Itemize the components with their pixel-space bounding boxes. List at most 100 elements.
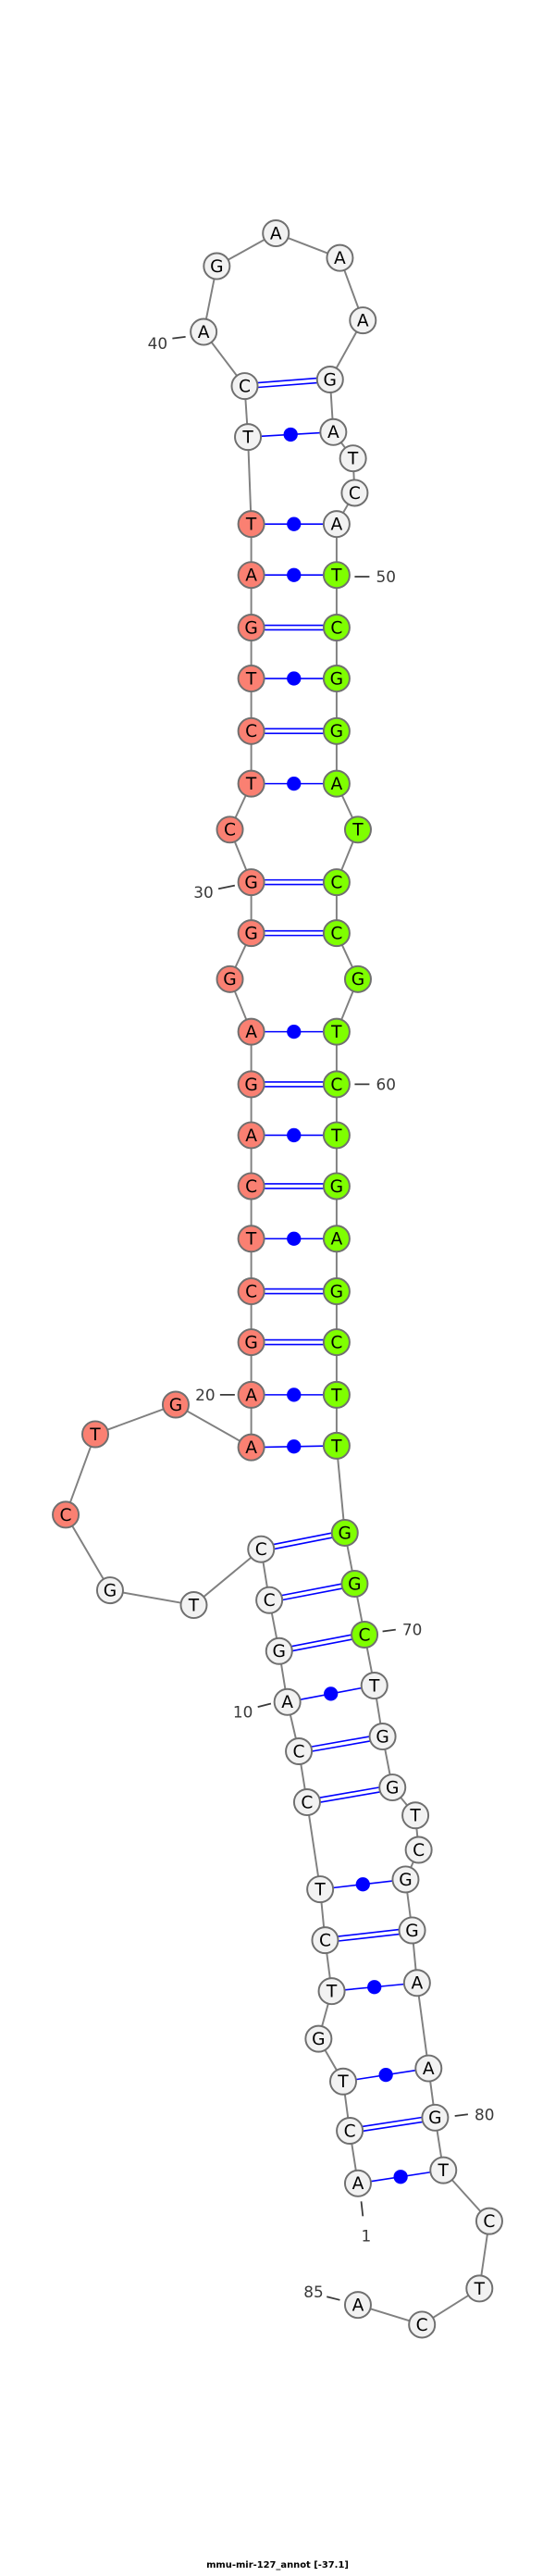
nucleotide: A	[237, 1380, 265, 1409]
nucleotide-letter: G	[339, 1524, 352, 1543]
wobble-pair-bond	[264, 1388, 324, 1402]
position-label: 10	[233, 1702, 272, 1721]
nucleotide-circle	[343, 2169, 372, 2197]
nucleotide-letter: C	[245, 1282, 257, 1301]
nucleotide: T	[237, 769, 265, 798]
pair-line	[338, 1933, 400, 1942]
nucleotide: C	[322, 614, 351, 641]
nucleotide: A	[322, 1225, 351, 1253]
nucleotide: C	[322, 868, 351, 897]
nucleotide-letter: C	[344, 2122, 356, 2141]
nucleotide-circle	[343, 964, 372, 993]
nucleotide: G	[330, 1518, 359, 1547]
nucleotide: C	[322, 1328, 351, 1357]
nucleotide-letter: G	[399, 1871, 412, 1890]
wobble-pair-bond	[355, 2068, 416, 2083]
nucleotide-letter: T	[409, 1807, 421, 1826]
nucleotide-letter: T	[347, 450, 359, 469]
nucleotide: T	[237, 1225, 265, 1253]
gc-pair-bond	[264, 878, 324, 886]
nucleotide-letter: G	[244, 618, 257, 638]
nucleotide-letter: C	[330, 618, 342, 638]
nucleotide-letter: C	[330, 1333, 342, 1352]
nucleotide: C	[255, 1586, 284, 1614]
nucleotide-circle	[237, 1380, 265, 1409]
nucleotide: G	[315, 365, 344, 393]
position-tick	[382, 1628, 396, 1633]
nucleotide-letter: T	[330, 1386, 342, 1405]
nucleotide: C	[408, 2310, 437, 2339]
nucleotide: T	[343, 815, 372, 844]
nucleotide-circle	[322, 1121, 351, 1150]
nucleotide: A	[237, 1121, 265, 1150]
nucleotide-letter: C	[293, 1742, 305, 1761]
nucleotide-circle	[237, 868, 265, 897]
pair-dot	[393, 2170, 408, 2184]
position-tick	[217, 884, 236, 890]
nucleotide-letter: C	[416, 2316, 428, 2335]
nucleotide-letter: T	[245, 1230, 257, 1250]
pair-line	[320, 1791, 380, 1803]
backbone-segment	[415, 1983, 430, 2069]
wobble-pair-bond	[264, 776, 324, 791]
nucleotide-circle	[237, 1433, 265, 1462]
pair-line	[281, 1583, 342, 1597]
nucleotide: T	[322, 1431, 351, 1460]
nucleotide: C	[237, 1172, 265, 1201]
nucleotide-letter: C	[301, 1793, 313, 1812]
nucleotide-circle	[237, 1017, 265, 1046]
nucleotide: A	[237, 1017, 265, 1046]
nucleotide-letter: C	[60, 1506, 72, 1525]
nucleotide-circle	[161, 1390, 190, 1419]
nucleotide: T	[322, 561, 351, 590]
nucleotide-circle	[179, 1591, 208, 1620]
pair-dot	[287, 567, 302, 582]
gc-pair-bond	[338, 1928, 400, 1942]
nucleotide-letter: C	[483, 2212, 495, 2232]
position-number: 20	[195, 1386, 215, 1404]
pair-dot	[367, 1980, 382, 1995]
pair-line	[291, 1638, 352, 1652]
nucleotide-letter: A	[245, 1438, 257, 1458]
wobble-pair-bond	[264, 1024, 324, 1039]
wobble-pair-bond	[332, 1877, 393, 1892]
backbone-segment	[65, 1434, 96, 1515]
nucleotide: C	[292, 1788, 321, 1817]
position-label: 40	[148, 334, 186, 353]
nucleotide-letter: G	[244, 1333, 257, 1352]
nucleotide: C	[475, 2207, 503, 2235]
backbone-segment	[305, 1801, 322, 1890]
nucleotide-circle	[80, 1420, 109, 1449]
nucleotide-circle	[237, 1172, 265, 1201]
nucleotide-circle	[315, 365, 344, 393]
nucleotide-letter: C	[330, 1076, 342, 1095]
nucleotide-letter: A	[331, 775, 343, 794]
nucleotide: C	[311, 1926, 339, 1955]
nucleotide: T	[339, 444, 367, 473]
nucleotide-circle	[322, 769, 351, 798]
pair-dot	[287, 1231, 302, 1246]
nucleotide-circle	[322, 868, 351, 897]
structure-title: mmu-mir-127_annot [-37.1]	[206, 2560, 349, 2570]
nucleotide: A	[326, 243, 354, 272]
nucleotide-circle	[349, 306, 377, 335]
nucleotide: G	[237, 868, 265, 897]
pair-dot	[287, 1127, 302, 1143]
nucleotide-circle	[322, 1070, 351, 1099]
nucleotide-letter: G	[428, 2109, 441, 2128]
nucleotide-circle	[322, 665, 351, 693]
nucleotide: G	[378, 1773, 407, 1802]
nucleotide: T	[306, 1875, 335, 1904]
nucleotide-circle	[414, 2054, 443, 2083]
nucleotide-letter: C	[359, 1625, 371, 1645]
nucleotide: G	[237, 614, 265, 641]
nucleotide-letter: C	[349, 484, 361, 504]
position-number: 30	[193, 883, 213, 902]
nucleotide-letter: G	[330, 1177, 343, 1197]
nucleotide-circle	[322, 1172, 351, 1201]
nucleotide-letter: A	[281, 1693, 293, 1712]
backbone-segment	[175, 1403, 253, 1449]
nucleotide-circle	[237, 665, 265, 693]
pair-dot	[378, 2068, 393, 2083]
